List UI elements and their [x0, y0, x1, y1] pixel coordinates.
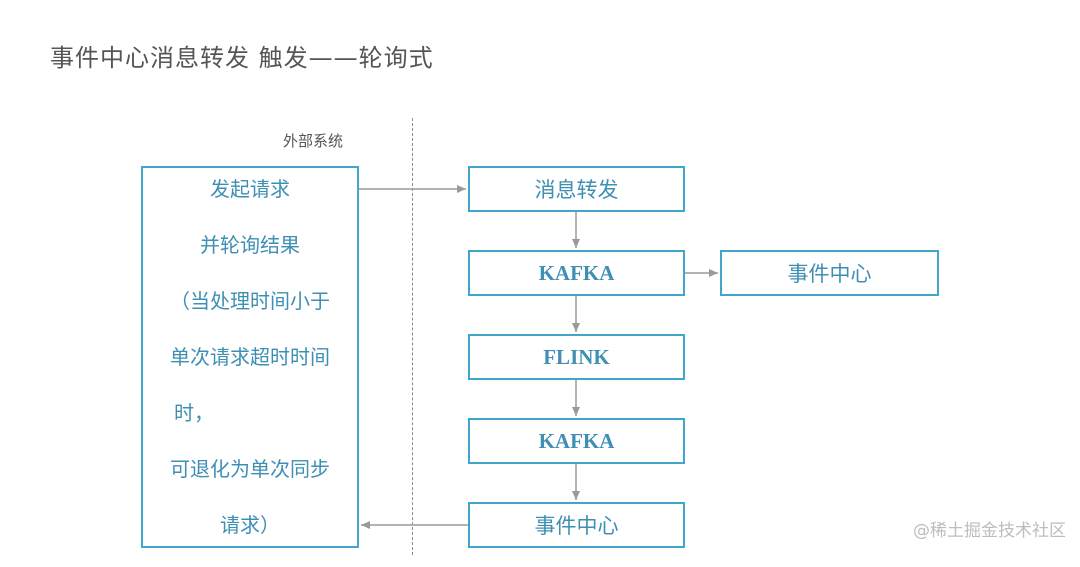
- watermark: @稀土掘金技术社区: [913, 521, 1066, 541]
- client-line: 可退化为单次同步: [170, 457, 330, 481]
- client-line: 请求）: [220, 513, 280, 537]
- client-line: 并轮询结果: [200, 233, 300, 257]
- client-line: （当处理时间小于: [170, 289, 330, 313]
- boundary-divider: [412, 118, 413, 555]
- node-kafka-1: KAFKA: [468, 250, 685, 296]
- client-line: 单次请求超时时间: [170, 345, 330, 369]
- connector-arrows: [359, 185, 718, 529]
- client-box: 发起请求 并轮询结果 （当处理时间小于 单次请求超时时间 时， 可退化为单次同步…: [141, 166, 359, 548]
- node-event-center-right: 事件中心: [720, 250, 939, 296]
- page-title: 事件中心消息转发 触发——轮询式: [50, 44, 434, 72]
- node-message-forward: 消息转发: [468, 166, 685, 212]
- external-system-label: 外部系统: [282, 132, 343, 150]
- node-flink: FLINK: [468, 334, 685, 380]
- client-box-text: 发起请求 并轮询结果 （当处理时间小于 单次请求超时时间 时， 可退化为单次同步…: [170, 147, 330, 567]
- client-line: 发起请求: [210, 177, 290, 201]
- node-kafka-2: KAFKA: [468, 418, 685, 464]
- client-line: 时，: [174, 401, 214, 425]
- node-event-center-bottom: 事件中心: [468, 502, 685, 548]
